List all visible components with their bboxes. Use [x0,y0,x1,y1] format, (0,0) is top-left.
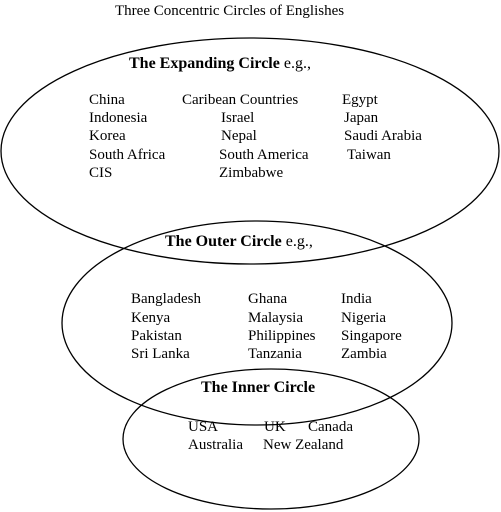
country-label: CIS [89,165,113,181]
country-label: Malaysia [248,310,303,326]
country-label: Nigeria [341,310,386,326]
country-label: Bangladesh [131,291,201,307]
country-label: Canada [308,419,353,435]
inner-circle-heading: The Inner Circle [201,380,315,396]
country-label: Egypt [342,92,378,108]
country-label: Singapore [341,328,402,344]
country-label: Nepal [221,128,257,144]
expanding-circle-heading: The Expanding Circle e.g., [129,56,311,72]
country-label: South America [219,147,309,163]
country-label: New Zealand [263,437,344,453]
country-label: India [341,291,372,307]
expanding-circle-heading-label: The Expanding Circle [129,55,280,72]
country-label: Taiwan [347,147,391,163]
country-label: Ghana [248,291,288,307]
country-label: Israel [221,110,255,126]
country-label: Indonesia [89,110,148,126]
country-label: Kenya [131,310,171,326]
expanding-circle-heading-suffix: e.g., [283,55,311,72]
country-label: Korea [89,128,126,144]
country-label: Tanzania [248,346,302,362]
country-label: Japan [344,110,379,126]
country-label: Philippines [248,328,316,344]
outer-circle-heading: The Outer Circle e.g., [165,234,313,250]
country-label: USA [188,419,219,435]
country-label: Sri Lanka [131,346,190,362]
outer-circle-heading-suffix: e.g., [285,233,313,250]
outer-circle-heading-label: The Outer Circle [165,233,282,250]
expanding-circle-ellipse [0,37,500,265]
country-label: Zimbabwe [219,165,284,181]
country-label: Pakistan [131,328,182,344]
outer-circle-ellipse [61,220,453,426]
country-label: South Africa [89,147,166,163]
country-label: Zambia [341,346,387,362]
inner-circle-ellipse [122,368,420,510]
country-label: Caribean Countries [182,92,299,108]
country-label: Saudi Arabia [344,128,422,144]
diagram-title: Three Concentric Circles of Englishes [115,3,345,19]
country-label: UK [264,419,286,435]
country-label: Australia [188,437,243,453]
inner-circle-heading-label: The Inner Circle [201,379,316,396]
country-label: China [89,92,125,108]
